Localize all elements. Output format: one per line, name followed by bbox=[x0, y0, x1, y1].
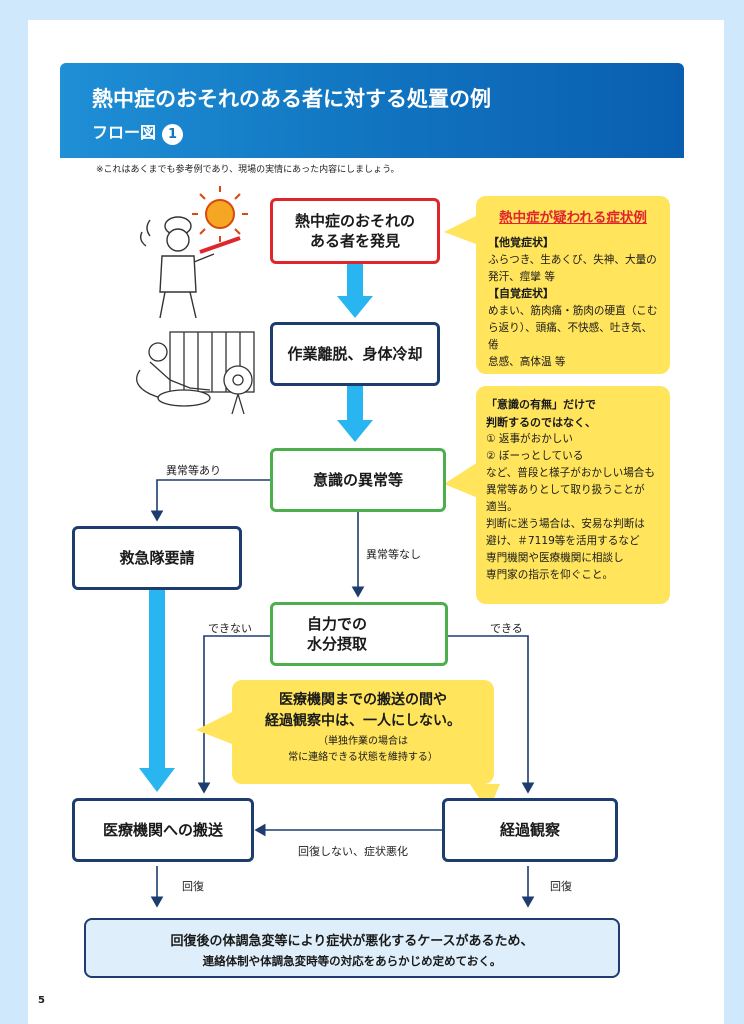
cooling-label: 作業離脱、身体冷却 bbox=[287, 344, 423, 363]
consciousness-note-line: ② ぼーっとしている bbox=[486, 450, 584, 463]
self-symptoms-heading: 【自覚症状】 bbox=[488, 287, 554, 301]
callout-pointer-left bbox=[196, 712, 232, 744]
ambulance-box: 救急隊要請 bbox=[72, 526, 242, 590]
big-arrow-2 bbox=[337, 386, 373, 442]
big-arrow-1 bbox=[337, 264, 373, 318]
label-can: できる bbox=[490, 622, 523, 635]
sun-icon bbox=[192, 186, 248, 242]
consciousness-box: 意識の異常等 bbox=[270, 448, 446, 512]
water-intake-box: 自力での水分摂取 bbox=[270, 602, 448, 666]
consciousness-note-line: など、普段と様子がおかしい場合も bbox=[486, 467, 655, 480]
label-abnormal-no: 異常等なし bbox=[366, 548, 421, 561]
bottom-notice-line-1: 回復後の体調急変等により症状が悪化するケースがあるため、 bbox=[170, 934, 534, 949]
flow-number-badge: 1 bbox=[162, 124, 184, 145]
consciousness-note-line: 専門家の指示を仰ぐこと。 bbox=[486, 568, 614, 581]
callout-pointer-consciousness bbox=[444, 462, 478, 498]
consciousness-note-line: 適当。 bbox=[486, 500, 518, 513]
consciousness-note-head-1: 「意識の有無」だけで bbox=[486, 398, 596, 411]
label-cannot: できない bbox=[208, 622, 252, 635]
label-not-recovered: 回復しない、症状悪化 bbox=[298, 845, 408, 858]
not-alone-callout: 医療機関までの搬送の間や 経過観察中は、一人にしない。 （単独作業の場合は 常に… bbox=[232, 680, 494, 784]
water-line-1: 自力での bbox=[307, 614, 368, 633]
arrow-water-to-observe bbox=[448, 635, 535, 794]
consciousness-note-head-2: 判断するのではなく、 bbox=[486, 415, 596, 429]
label-recover-left: 回復 bbox=[182, 880, 204, 893]
not-alone-sub-2: 常に連絡できる状態を維持する） bbox=[288, 752, 438, 763]
self-symptoms-line-3: 怠感、高体温 等 bbox=[488, 355, 566, 368]
other-symptoms-heading: 【他覚症状】 bbox=[488, 236, 554, 249]
discover-line-2: ある者を発見 bbox=[309, 232, 400, 250]
symptoms-callout: 熱中症が疑われる症状例 【他覚症状】 ふらつき、生あくび、失神、大量の 発汗、痙… bbox=[476, 196, 670, 374]
not-alone-head-2: 経過観察中は、一人にしない。 bbox=[265, 713, 461, 729]
discover-line-1: 熱中症のおそれの bbox=[294, 211, 415, 230]
bottom-notice-box: 回復後の体調急変等により症状が悪化するケースがあるため、 連絡体制や体調急変時等… bbox=[84, 918, 620, 978]
page-number: 5 bbox=[38, 995, 45, 1006]
label-recover-right: 回復 bbox=[550, 880, 572, 893]
ambulance-label: 救急隊要請 bbox=[119, 548, 195, 567]
arrow-to-ambulance bbox=[150, 479, 272, 522]
self-symptoms-line-1: めまい、筋肉痛・筋肉の硬直（こむ bbox=[488, 305, 658, 318]
not-alone-head-1: 医療機関までの搬送の間や bbox=[279, 692, 447, 708]
consciousness-note-line: 異常等ありとして取り扱うことが bbox=[486, 484, 645, 496]
consciousness-note-line: 専門機関や医療機関に相談し bbox=[486, 551, 624, 564]
label-abnormal-yes: 異常等あり bbox=[166, 464, 221, 477]
not-alone-sub-1: （単独作業の場合は bbox=[318, 736, 408, 747]
consciousness-note-line: 避け、＃7119等を活用するなど bbox=[486, 534, 640, 547]
page-title: 熱中症のおそれのある者に対する処置の例 bbox=[92, 87, 491, 111]
bottom-notice-line-2: 連絡体制や体調急変時等の対応をあらかじめ定めておく。 bbox=[202, 954, 502, 968]
dizzy-worker-illustration bbox=[139, 216, 241, 319]
big-arrow-3 bbox=[139, 590, 175, 792]
page-header: 熱中症のおそれのある者に対する処置の例 フロー図 1 bbox=[60, 63, 684, 158]
consciousness-label: 意識の異常等 bbox=[312, 470, 403, 489]
consciousness-note-line: ① 返事がおかしい bbox=[486, 433, 574, 446]
page-subtitle: フロー図 1 bbox=[92, 119, 184, 145]
consciousness-note-line: 判断に迷う場合は、安易な判断は bbox=[486, 517, 645, 530]
consciousness-callout: 「意識の有無」だけで 判断するのではなく、 ① 返事がおかしい ② ぼーっとして… bbox=[476, 386, 670, 604]
symptoms-title: 熱中症が疑われる症状例 bbox=[499, 210, 647, 226]
cooling-illustration bbox=[136, 331, 255, 415]
observation-label: 経過観察 bbox=[499, 820, 560, 839]
other-symptoms-line-1: ふらつき、生あくび、失神、大量の bbox=[488, 253, 657, 266]
flow-label: フロー図 bbox=[92, 123, 157, 142]
other-symptoms-line-2: 発汗、痙攣 等 bbox=[488, 270, 555, 283]
reference-note: ※これはあくまでも参考例であり、現場の実情にあった内容にしましょう。 bbox=[96, 165, 400, 175]
transport-label: 医療機関への搬送 bbox=[102, 820, 223, 839]
cooling-box: 作業離脱、身体冷却 bbox=[270, 322, 440, 386]
callout-pointer-symptoms bbox=[444, 216, 476, 244]
self-symptoms-line-2: ら返り）、頭痛、不快感、吐き気、倦 bbox=[488, 322, 653, 351]
transport-box: 医療機関への搬送 bbox=[72, 798, 254, 862]
discover-box: 熱中症のおそれのある者を発見 bbox=[270, 198, 440, 264]
water-line-2: 水分摂取 bbox=[307, 635, 368, 653]
arrow-water-to-transport bbox=[197, 635, 272, 794]
observation-box: 経過観察 bbox=[442, 798, 618, 862]
